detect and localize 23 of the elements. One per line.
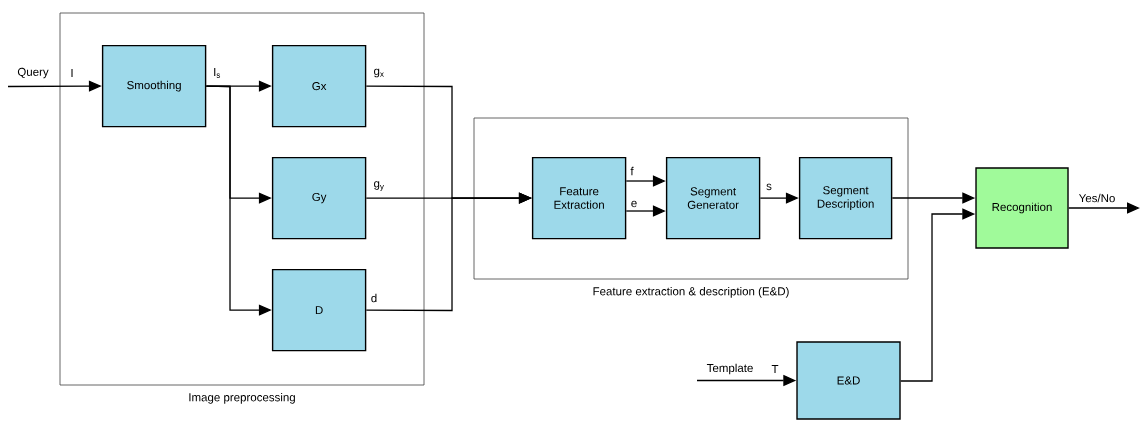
process-box: E&D: [796, 341, 901, 420]
node-label: Feature extraction & description (E&D): [593, 286, 789, 298]
process-box: Feature Extraction: [531, 156, 627, 240]
edge-label: g$_{x}$: [374, 68, 384, 78]
process-box: Segment Generator: [665, 156, 761, 240]
edge-label: d: [371, 293, 377, 303]
process-box: Gx: [271, 44, 367, 128]
process-box: Gy: [271, 156, 367, 240]
node-label: Image preprocessing: [189, 392, 295, 404]
process-box: Segment Description: [798, 156, 893, 240]
edge-label: f: [630, 166, 634, 176]
input-label: Template: [706, 363, 753, 375]
edge-label: g$_{y}$: [374, 181, 384, 191]
process-box: D: [271, 268, 367, 352]
edge-label: s: [766, 183, 772, 191]
edge-label: I$_{s}$: [214, 68, 221, 78]
input-label: Query: [17, 67, 49, 79]
process-box: Recognition: [975, 167, 1069, 249]
edge-label: T: [771, 365, 779, 373]
edge-label: Yes/No: [1078, 193, 1115, 203]
process-box: Smoothing: [101, 44, 207, 128]
edge-label: e: [631, 200, 637, 208]
edge-label: I: [71, 69, 73, 77]
